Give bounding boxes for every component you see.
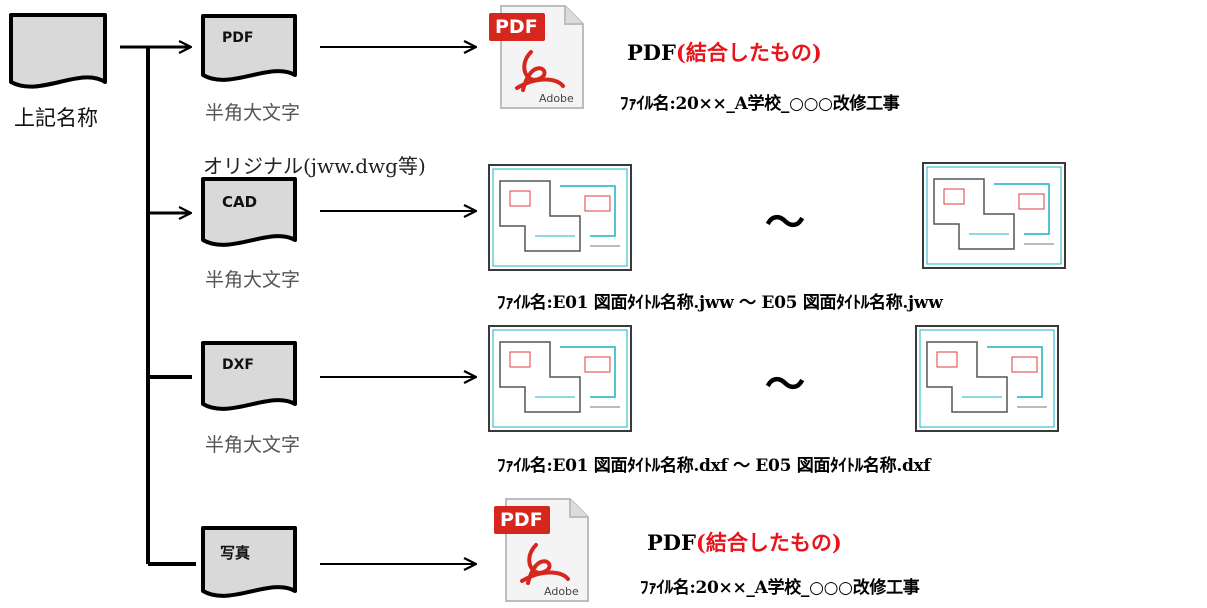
pdf-output-filename: ﾌｧｲﾙ名:20××_A学校_○○○改修工事 bbox=[620, 94, 900, 114]
cad-doc-note: 半角大文字 bbox=[205, 269, 301, 291]
cad-doc-label: CAD bbox=[222, 193, 258, 211]
cad-drawing-thumbnail-first bbox=[488, 164, 632, 271]
dxf-drawing-thumbnail-last bbox=[915, 325, 1059, 432]
photo-output-title-red: (結合したもの) bbox=[695, 530, 842, 555]
dxf-output-filename: ﾌｧｲﾙ名:E01 図面ﾀｲﾄﾙ名称.dxf ～ E05 図面ﾀｲﾄﾙ名称.dx… bbox=[497, 456, 931, 476]
pdf-doc-note: 半角大文字 bbox=[205, 102, 301, 124]
cad-doc-note-top: オリジナル(jww.dwg等) bbox=[203, 154, 426, 178]
photo-pdf-icon-text: PDF bbox=[500, 509, 543, 531]
cad-document-icon bbox=[201, 177, 297, 247]
pdf-output-title-red: (結合したもの) bbox=[675, 40, 822, 65]
dxf-doc-note: 半角大文字 bbox=[205, 434, 301, 456]
source-document-icon bbox=[9, 13, 107, 89]
pdf-doc-label: PDF bbox=[222, 30, 254, 46]
dxf-document-icon bbox=[201, 341, 297, 411]
cad-range-tilde: ～ bbox=[765, 200, 805, 246]
photo-output-filename: ﾌｧｲﾙ名:20××_A学校_○○○改修工事 bbox=[640, 578, 920, 598]
dxf-range-tilde: ～ bbox=[765, 362, 805, 408]
cad-drawing-thumbnail-last bbox=[922, 162, 1066, 269]
pdf-file-icon: PDF Adobe bbox=[487, 4, 585, 111]
pdf-output-title-prefix: PDF bbox=[627, 40, 676, 65]
photo-pdf-icon-brand: Adobe bbox=[544, 585, 579, 598]
cad-output-filename: ﾌｧｲﾙ名:E01 図面ﾀｲﾄﾙ名称.jww ～ E05 図面ﾀｲﾄﾙ名称.jw… bbox=[497, 293, 943, 313]
pdf-document-icon bbox=[201, 14, 297, 82]
photo-pdf-file-icon: PDF Adobe bbox=[492, 497, 590, 604]
dxf-doc-label: DXF bbox=[222, 357, 254, 373]
dxf-drawing-thumbnail-first bbox=[488, 325, 632, 432]
pdf-icon-brand: Adobe bbox=[539, 92, 574, 105]
photo-output-title-prefix: PDF bbox=[647, 530, 696, 555]
pdf-output-title: PDF(結合したもの) bbox=[627, 37, 822, 67]
photo-output-title: PDF(結合したもの) bbox=[647, 527, 842, 557]
pdf-icon-text: PDF bbox=[495, 16, 538, 38]
source-label: 上記名称 bbox=[14, 106, 98, 130]
photo-doc-label: 写真 bbox=[220, 544, 251, 562]
photo-document-icon bbox=[201, 526, 297, 598]
